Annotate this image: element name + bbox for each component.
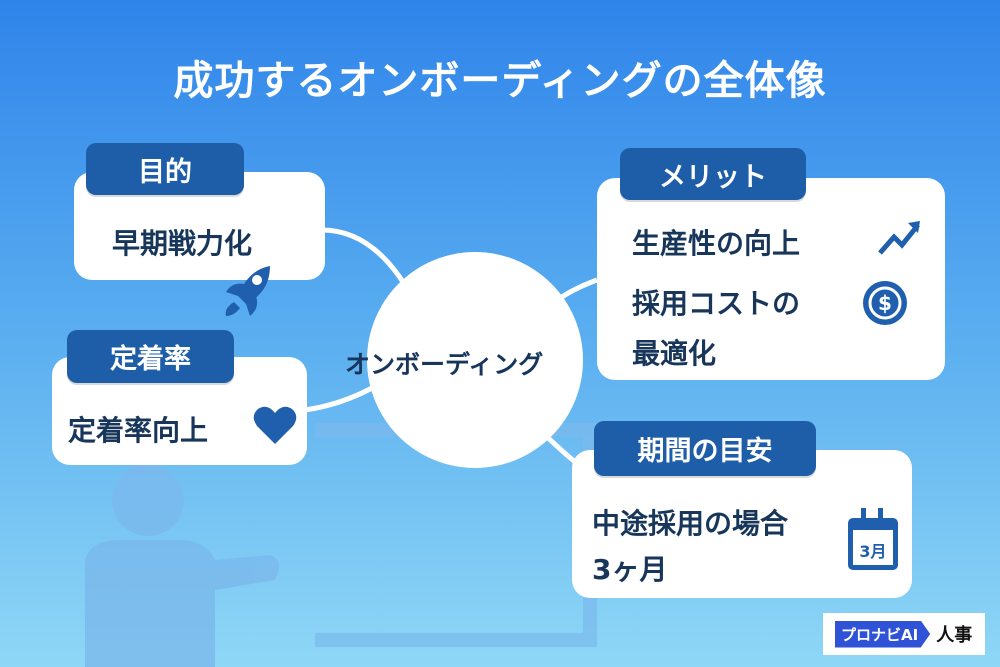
purpose-label: 目的 bbox=[86, 143, 244, 195]
svg-text:$: $ bbox=[878, 291, 892, 315]
merit-label: メリット bbox=[620, 148, 806, 200]
merit-item: 生産性の向上 bbox=[632, 227, 801, 260]
merit-item: 最適化 bbox=[632, 337, 717, 370]
trend-up-icon bbox=[878, 221, 920, 255]
retention-label: 定着率 bbox=[67, 330, 234, 383]
page-title: 成功するオンボーディングの全体像 bbox=[173, 58, 827, 104]
purpose-text: 早期戦力化 bbox=[112, 227, 253, 260]
heart-icon bbox=[253, 406, 297, 444]
dollar-icon: $ bbox=[863, 281, 907, 325]
retention-text: 定着率向上 bbox=[68, 414, 209, 447]
brand-logo: プロナビAI 人事 bbox=[823, 613, 985, 655]
calendar-month: 3月 bbox=[859, 542, 887, 561]
rocket-icon bbox=[225, 266, 270, 316]
period-line2: 3ヶ月 bbox=[592, 553, 668, 586]
calendar-icon: 3月 bbox=[848, 508, 898, 570]
presenter-silhouette bbox=[85, 464, 279, 667]
period-label: 期間の目安 bbox=[594, 421, 816, 476]
period-line1: 中途採用の場合 bbox=[592, 507, 789, 540]
center-label: オンボーディング bbox=[345, 350, 544, 379]
logo-suffix: 人事 bbox=[936, 625, 973, 646]
merit-card bbox=[597, 178, 945, 380]
logo-brand: プロナビAI bbox=[835, 620, 931, 648]
center-circle bbox=[367, 252, 583, 468]
merit-item: 採用コストの bbox=[632, 287, 801, 320]
